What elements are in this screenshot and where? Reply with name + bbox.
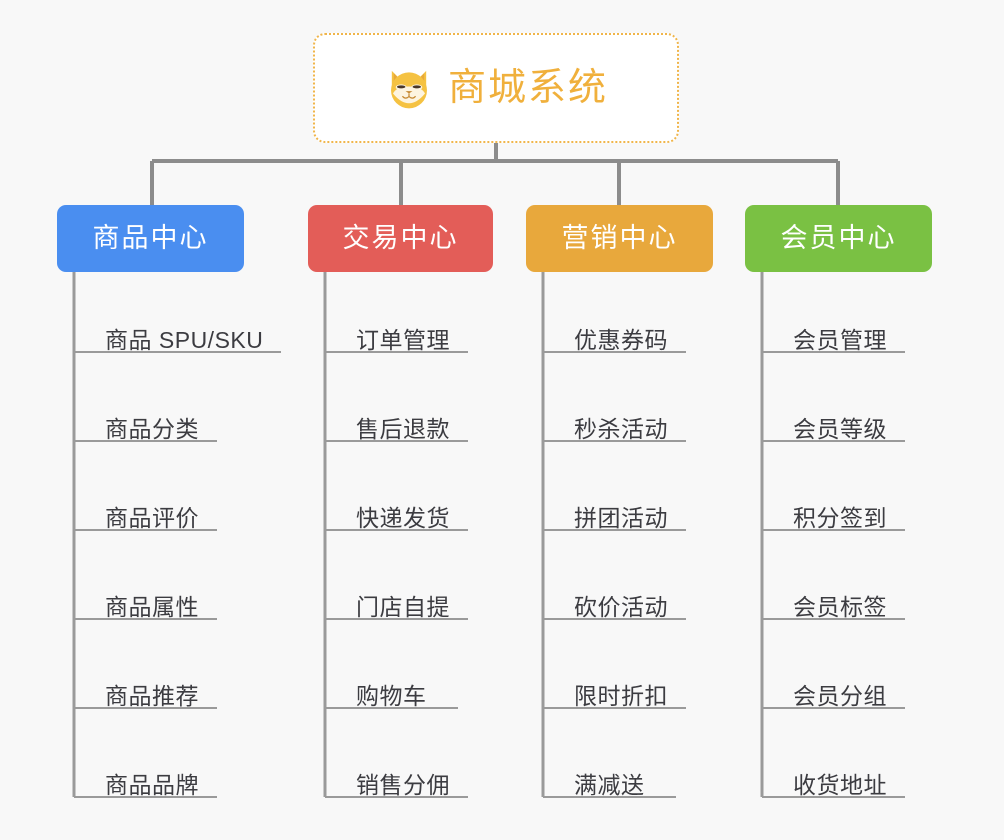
leaf-label: 拼团活动: [574, 504, 668, 531]
leaf-item[interactable]: 商品分类: [105, 399, 199, 445]
leaf-item[interactable]: 限时折扣: [574, 666, 668, 712]
shiba-dog-icon: [391, 70, 427, 110]
leaf-item[interactable]: 砍价活动: [574, 577, 668, 623]
category-box-2[interactable]: 交易中心: [308, 205, 493, 272]
leaf-item[interactable]: 商品品牌: [105, 755, 199, 801]
leaf-label: 优惠券码: [574, 326, 668, 353]
leaf-label: 会员管理: [793, 326, 887, 353]
category-label: 营销中心: [561, 223, 678, 253]
leaf-label: 商品品牌: [105, 771, 199, 798]
leaf-item[interactable]: 优惠券码: [574, 310, 668, 356]
leaf-label: 商品 SPU/SKU: [105, 326, 264, 353]
category-box-3[interactable]: 营销中心: [526, 205, 713, 272]
leaf-label: 商品属性: [105, 593, 199, 620]
leaf-item[interactable]: 商品 SPU/SKU: [105, 310, 263, 356]
leaf-item[interactable]: 购物车: [356, 666, 427, 712]
leaf-item[interactable]: 商品属性: [105, 577, 199, 623]
leaf-label: 会员标签: [793, 593, 887, 620]
leaf-label: 门店自提: [356, 593, 450, 620]
leaf-item[interactable]: 快递发货: [356, 488, 450, 534]
category-box-1[interactable]: 商品中心: [57, 205, 244, 272]
leaf-label: 订单管理: [356, 326, 450, 353]
leaf-label: 秒杀活动: [574, 415, 668, 442]
leaf-label: 商品分类: [105, 415, 199, 442]
leaf-label: 售后退款: [356, 415, 450, 442]
root-title: 商城系统: [447, 67, 608, 109]
leaf-item[interactable]: 积分签到: [793, 488, 887, 534]
leaf-item[interactable]: 会员管理: [793, 310, 887, 356]
leaf-label: 限时折扣: [574, 682, 668, 709]
leaf-item[interactable]: 拼团活动: [574, 488, 668, 534]
root-node[interactable]: 商城系统: [313, 33, 679, 143]
leaf-label: 销售分佣: [356, 771, 450, 798]
leaf-item[interactable]: 会员分组: [793, 666, 887, 712]
leaf-item[interactable]: 订单管理: [356, 310, 450, 356]
leaf-label: 商品评价: [105, 504, 199, 531]
leaf-item[interactable]: 会员等级: [793, 399, 887, 445]
leaf-label: 会员等级: [793, 415, 887, 442]
category-label: 会员中心: [780, 223, 897, 253]
leaf-item[interactable]: 满减送: [574, 755, 645, 801]
leaf-label: 收货地址: [793, 771, 887, 798]
leaf-item[interactable]: 商品推荐: [105, 666, 199, 712]
category-label: 交易中心: [342, 223, 459, 253]
leaf-label: 快递发货: [356, 504, 450, 531]
leaf-item[interactable]: 会员标签: [793, 577, 887, 623]
leaf-label: 积分签到: [793, 504, 887, 531]
leaf-label: 购物车: [356, 682, 427, 709]
leaf-item[interactable]: 门店自提: [356, 577, 450, 623]
leaf-label: 砍价活动: [574, 593, 668, 620]
leaf-item[interactable]: 秒杀活动: [574, 399, 668, 445]
leaf-item[interactable]: 销售分佣: [356, 755, 450, 801]
leaf-label: 商品推荐: [105, 682, 199, 709]
leaf-item[interactable]: 商品评价: [105, 488, 199, 534]
leaf-item[interactable]: 收货地址: [793, 755, 887, 801]
category-label: 商品中心: [92, 223, 209, 253]
category-box-4[interactable]: 会员中心: [745, 205, 932, 272]
leaf-label: 满减送: [574, 771, 645, 798]
leaf-label: 会员分组: [793, 682, 887, 709]
leaf-item[interactable]: 售后退款: [356, 399, 450, 445]
